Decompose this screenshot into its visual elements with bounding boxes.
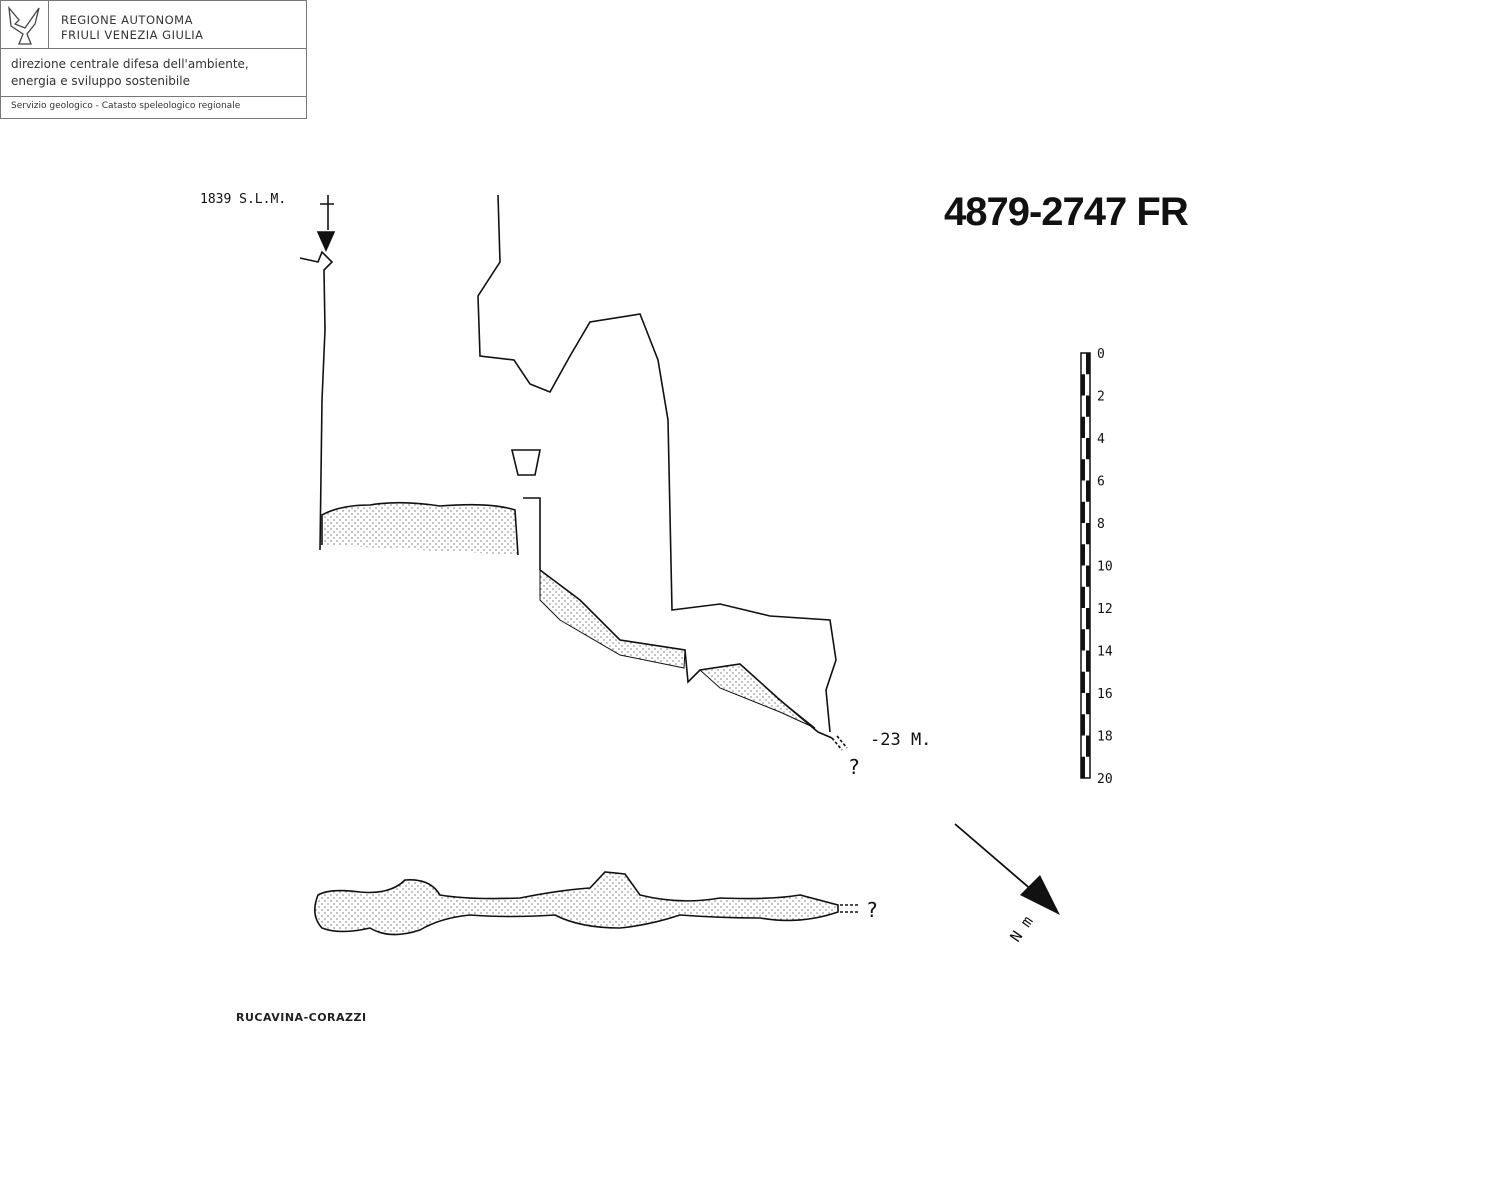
scale-segment [1086, 608, 1090, 630]
scale-tick-label: 14 [1097, 645, 1113, 660]
scale-segment [1081, 501, 1085, 523]
scale-tick-label: 4 [1097, 432, 1105, 447]
profile-section [299, 194, 848, 751]
scale-segment [1081, 714, 1085, 736]
plan-unknown-marker: ? [866, 898, 879, 922]
entrance-marker [320, 195, 334, 230]
scale-tick-label: 18 [1097, 730, 1113, 745]
org-line1: REGIONE AUTONOMA [61, 13, 193, 27]
scale-segment [1081, 586, 1085, 608]
org-line2: FRIULI VENEZIA GIULIA [61, 28, 204, 42]
scale-segment [1086, 523, 1090, 545]
scale-segment [1086, 565, 1090, 587]
plan-section [314, 871, 860, 936]
scale-tick-label: 20 [1097, 772, 1113, 787]
eagle-logo-icon [8, 5, 40, 45]
scale-segment [1081, 629, 1085, 651]
profile-unknown-marker: ? [848, 755, 861, 779]
scale-segment [1081, 416, 1085, 438]
scale-segment [1081, 374, 1085, 396]
scale-segment [1086, 438, 1090, 460]
scale-segment [1086, 480, 1090, 502]
service-label: Servizio geologico - Catasto speleologic… [11, 101, 241, 111]
dept-line2: ENERGIA E SVILUPPO SOSTENIBILE [11, 74, 190, 88]
scale-segment [1081, 671, 1085, 693]
scale-tick-label: 2 [1097, 390, 1105, 405]
scale-tick-label: 8 [1097, 517, 1105, 532]
entrance-altitude: 1839 S.L.M. [200, 192, 287, 207]
scale-segment [1086, 395, 1090, 417]
scale-segment [1081, 459, 1085, 481]
authors: RUCAVINA-CORAZZI [236, 1011, 367, 1024]
scale-bar: 0 2 4 6 8 10 12 14 16 18 20 [1080, 347, 1113, 787]
north-arrow-icon [954, 823, 1060, 915]
scale-segment [1086, 353, 1090, 375]
scale-segment [1081, 756, 1085, 778]
scale-segment [1081, 544, 1085, 566]
scale-tick-label: 10 [1097, 560, 1113, 575]
scale-tick-label: 12 [1097, 602, 1113, 617]
scale-segment [1086, 650, 1090, 672]
scale-segment [1086, 693, 1090, 715]
scale-tick-label: 0 [1097, 347, 1105, 362]
scale-segment [1086, 735, 1090, 757]
dept-line1: DIREZIONE CENTRALE DIFESA DELL'AMBIENTE, [11, 57, 249, 71]
scale-tick-label: 6 [1097, 475, 1105, 490]
cave-code: 4879-2747 FR [944, 190, 1189, 234]
scale-tick-label: 16 [1097, 687, 1113, 702]
depth-label: -23 M. [870, 730, 932, 750]
